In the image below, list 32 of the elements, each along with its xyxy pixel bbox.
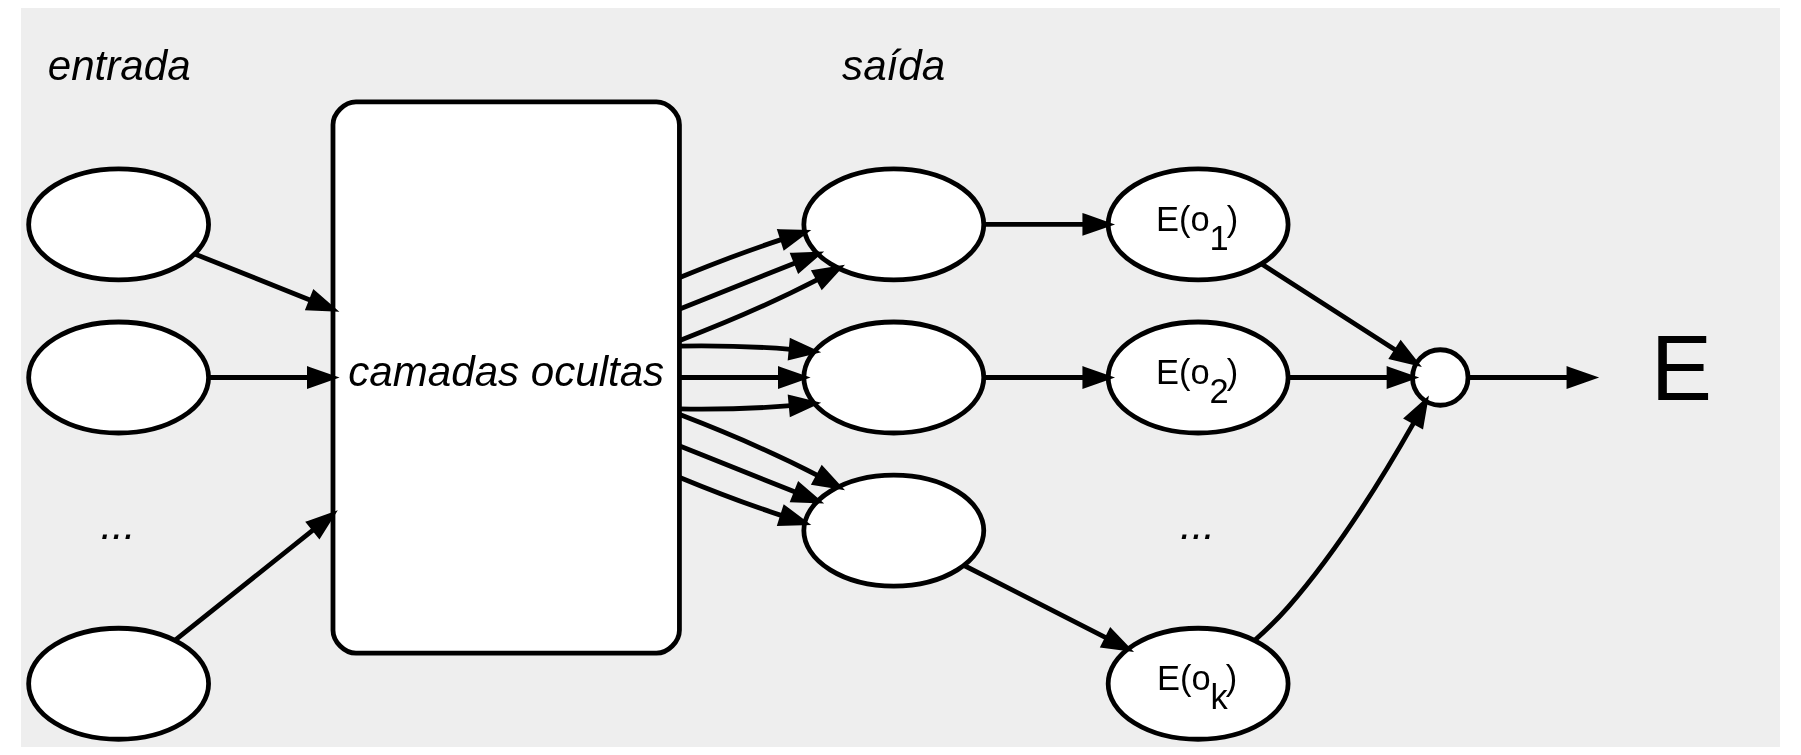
arrow xyxy=(678,443,825,504)
label: ... xyxy=(100,501,136,549)
node-ellipse xyxy=(26,625,211,742)
arrow xyxy=(984,366,1116,389)
arrow xyxy=(678,229,812,280)
arrow xyxy=(678,412,845,491)
label: ... xyxy=(1179,501,1216,549)
arrow xyxy=(679,337,822,361)
node-ellipse xyxy=(801,166,987,283)
arrow xyxy=(209,366,340,389)
arrow xyxy=(678,264,845,343)
arrow xyxy=(984,212,1116,236)
arrow xyxy=(678,251,825,312)
node-circle xyxy=(1410,347,1471,408)
label: saída xyxy=(842,42,946,90)
node-ellipse xyxy=(26,319,211,436)
node-box: camadas ocultas xyxy=(330,99,682,656)
arrow xyxy=(194,252,340,312)
arrow xyxy=(1253,395,1429,642)
node-ellipse xyxy=(801,319,987,436)
arrow xyxy=(174,510,338,642)
arrow xyxy=(1260,262,1422,367)
node-ellipse xyxy=(26,166,211,283)
arrow xyxy=(963,563,1135,653)
arrow xyxy=(678,475,812,526)
node-text: E xyxy=(1650,317,1713,420)
node-ellipse xyxy=(801,472,987,589)
arrow xyxy=(1468,366,1600,389)
arrow xyxy=(1288,366,1420,389)
arrow xyxy=(679,394,822,418)
arrow xyxy=(679,366,811,389)
label: entrada xyxy=(47,42,191,90)
